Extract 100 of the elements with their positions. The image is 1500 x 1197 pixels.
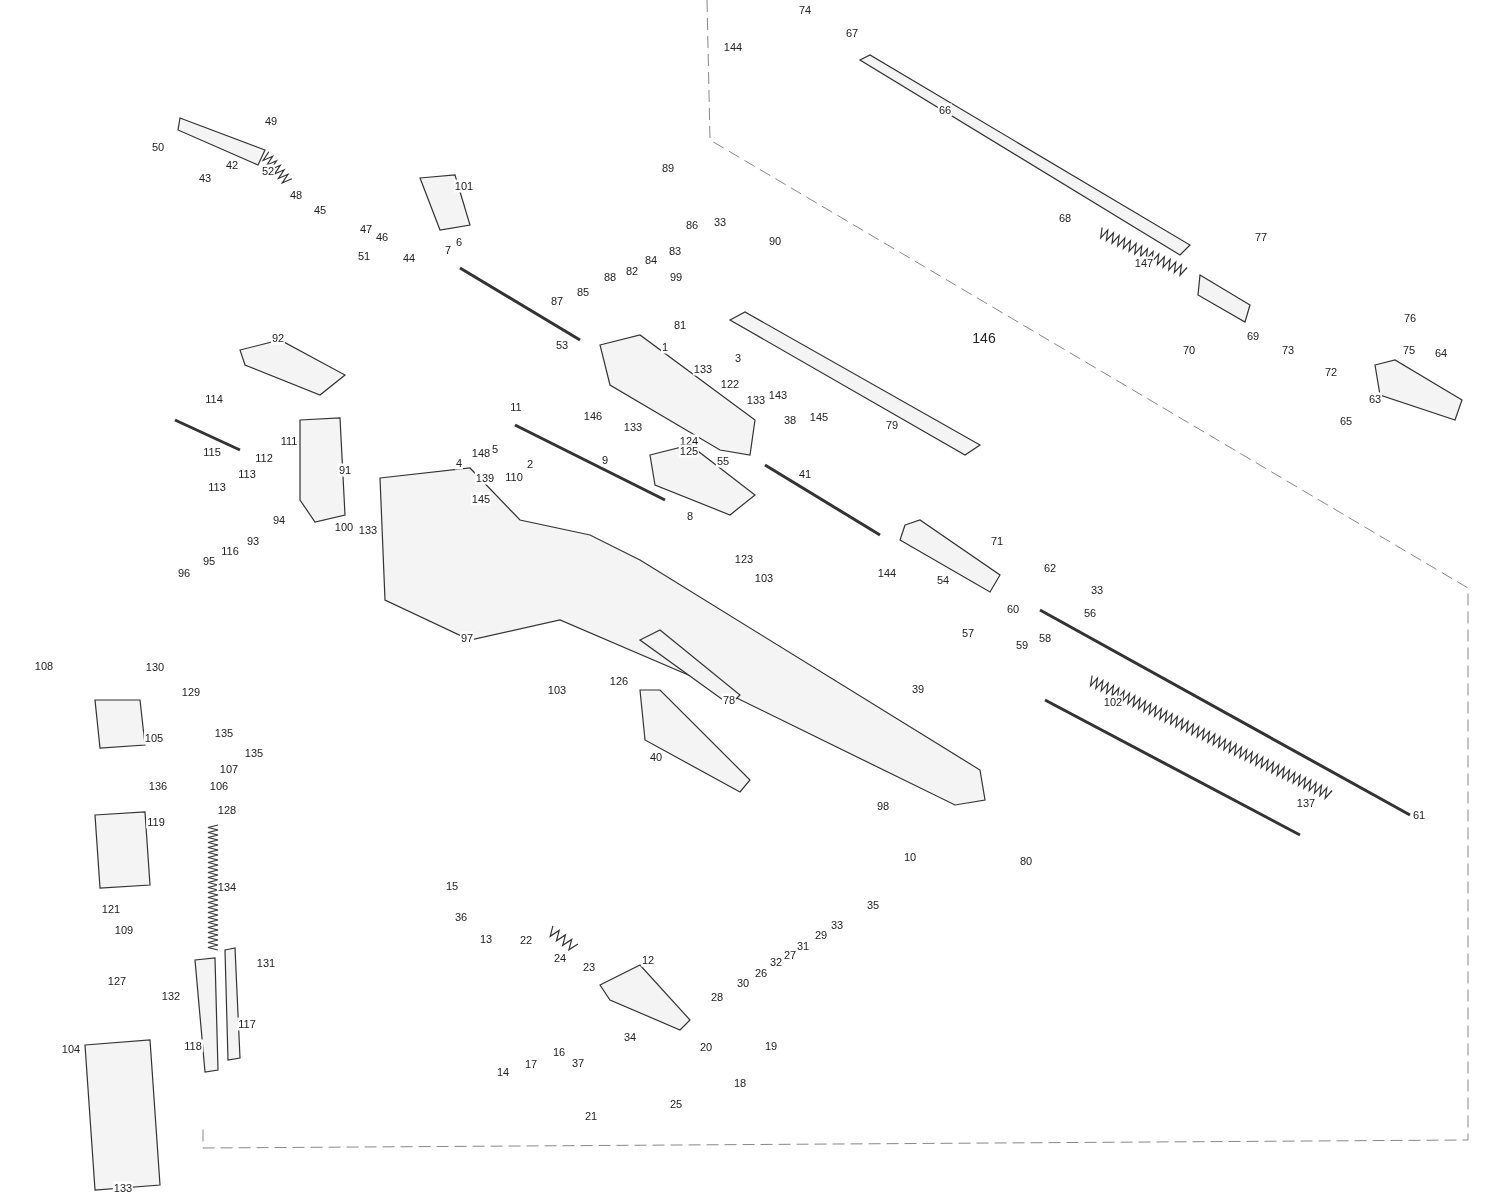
callout-number: 40 [648, 750, 664, 764]
callout-number: 85 [575, 285, 591, 299]
callout-number: 50 [150, 140, 166, 154]
callout-number: 33 [712, 215, 728, 229]
callout-number: 33 [1089, 583, 1105, 597]
callout-number: 74 [797, 3, 813, 17]
callout-number: 49 [263, 114, 279, 128]
callout-number: 87 [549, 294, 565, 308]
callout-number: 2 [525, 457, 535, 471]
callout-number: 57 [960, 626, 976, 640]
callout-number: 6 [454, 235, 464, 249]
callout-number: 130 [144, 660, 166, 674]
callout-number: 145 [808, 410, 830, 424]
callout-number: 13 [478, 932, 494, 946]
callout-number: 76 [1402, 311, 1418, 325]
callout-number: 27 [782, 948, 798, 962]
callout-number: 101 [453, 179, 475, 193]
callout-number: 135 [213, 726, 235, 740]
callout-number: 93 [245, 534, 261, 548]
callout-number: 15 [444, 879, 460, 893]
callout-number: 24 [552, 951, 568, 965]
callout-number: 16 [551, 1045, 567, 1059]
callout-number: 51 [356, 249, 372, 263]
callout-number: 146 [582, 409, 604, 423]
callout-number: 72 [1323, 365, 1339, 379]
callout-number: 144 [722, 40, 744, 54]
callout-number: 67 [844, 26, 860, 40]
callout-number: 46 [374, 230, 390, 244]
callout-number: 73 [1280, 343, 1296, 357]
callout-number: 146 [971, 330, 997, 346]
callout-number: 145 [470, 492, 492, 506]
callout-number: 42 [224, 158, 240, 172]
callout-number: 139 [474, 471, 496, 485]
callout-number: 12 [640, 953, 656, 967]
callout-number: 30 [735, 976, 751, 990]
callout-number: 98 [875, 799, 891, 813]
callout-number: 43 [197, 171, 213, 185]
callout-number: 97 [459, 631, 475, 645]
callout-number: 8 [685, 509, 695, 523]
callout-number: 7 [443, 243, 453, 257]
callout-number: 113 [237, 467, 257, 481]
callout-number: 23 [581, 960, 597, 974]
callout-number: 35 [865, 898, 881, 912]
callout-number: 134 [216, 880, 238, 894]
callout-number: 81 [672, 318, 688, 332]
callout-number: 47 [358, 222, 374, 236]
callout-number: 103 [753, 571, 775, 585]
callout-number: 79 [884, 418, 900, 432]
callout-number: 100 [333, 520, 355, 534]
callout-number: 20 [698, 1040, 714, 1054]
callout-number: 71 [989, 534, 1005, 548]
callout-number: 78 [721, 693, 737, 707]
callout-number: 117 [237, 1017, 257, 1031]
callout-number: 10 [902, 850, 918, 864]
callout-number: 36 [453, 910, 469, 924]
callout-number: 133 [357, 523, 379, 537]
callout-number: 109 [113, 923, 135, 937]
callout-number: 131 [255, 956, 277, 970]
callout-number: 66 [937, 103, 953, 117]
callout-number: 88 [602, 270, 618, 284]
callout-number: 18 [732, 1076, 748, 1090]
callout-number: 132 [160, 989, 182, 1003]
callout-number: 55 [715, 454, 731, 468]
callout-number: 112 [254, 451, 274, 465]
callout-number: 31 [795, 939, 811, 953]
callout-number: 62 [1042, 561, 1058, 575]
callout-number: 65 [1338, 414, 1354, 428]
callout-number: 21 [583, 1109, 599, 1123]
callout-number: 106 [208, 779, 230, 793]
callout-number: 39 [910, 682, 926, 696]
callout-number: 86 [684, 218, 700, 232]
callout-number: 19 [763, 1039, 779, 1053]
callout-number: 70 [1181, 343, 1197, 357]
callout-number: 102 [1102, 695, 1124, 709]
callout-number: 127 [106, 974, 128, 988]
callout-number: 64 [1433, 346, 1449, 360]
callout-number: 95 [201, 554, 217, 568]
callout-number: 11 [509, 400, 523, 414]
callout-number: 135 [243, 746, 265, 760]
callout-number: 89 [660, 161, 676, 175]
callout-number: 14 [495, 1065, 511, 1079]
callout-number: 60 [1005, 602, 1021, 616]
callout-number: 63 [1367, 392, 1383, 406]
callout-number: 90 [767, 234, 783, 248]
callout-number: 147 [1133, 256, 1155, 270]
callout-number: 80 [1018, 854, 1034, 868]
callout-number: 136 [147, 779, 169, 793]
callout-number: 103 [546, 683, 568, 697]
callout-number: 59 [1014, 638, 1030, 652]
callout-number: 129 [180, 685, 202, 699]
callout-number: 96 [176, 566, 192, 580]
callout-number: 107 [218, 762, 240, 776]
callout-number: 115 [202, 445, 222, 459]
callout-number: 53 [554, 338, 570, 352]
callout-number: 144 [876, 566, 898, 580]
callout-number: 91 [337, 463, 353, 477]
callout-number: 133 [112, 1181, 134, 1195]
callout-number: 123 [733, 552, 755, 566]
callout-number: 44 [401, 251, 417, 265]
callout-number: 108 [33, 659, 55, 673]
